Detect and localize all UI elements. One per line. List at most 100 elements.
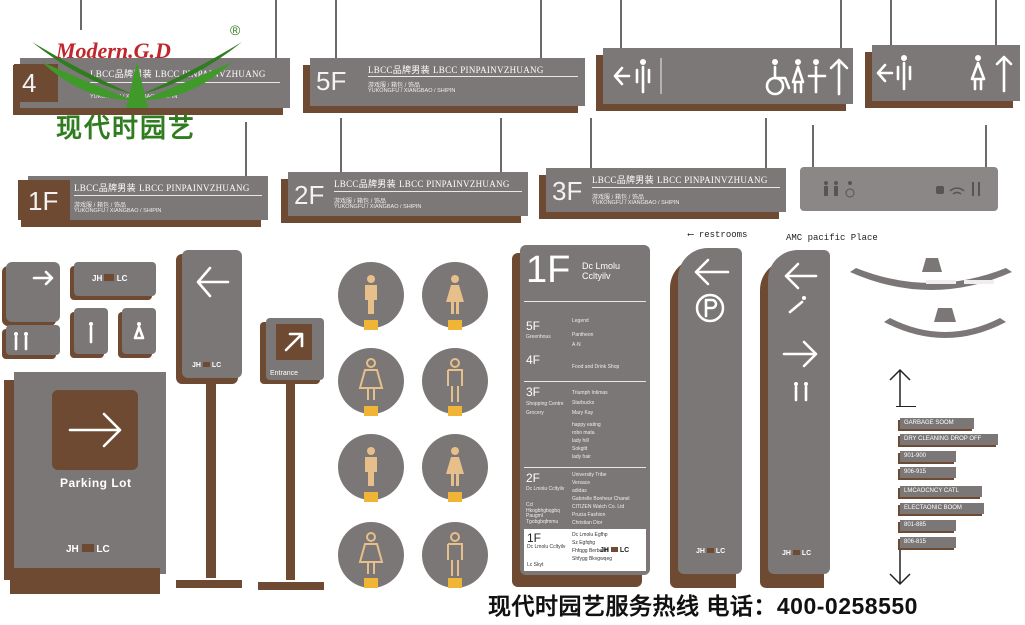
direction-label: ELECTAONIC BOOM (900, 503, 984, 514)
brand-sub: YUKONGFU / XIANGBAO / SHIPIN (74, 208, 162, 214)
dir-cat: Lc Skyt (527, 562, 544, 568)
restroom-icon (794, 382, 808, 402)
dir-floor-2f: 2F (526, 471, 541, 485)
jh-label: JH (66, 544, 79, 555)
restroom-plaque (6, 325, 60, 355)
round-sign-woman-1 (422, 262, 488, 328)
dir-item: Triumph Intimas (572, 390, 608, 396)
dir-item: A·N (572, 342, 581, 348)
hanging-sign-4: 4 LBCC品牌男装 LBCC PINPAINVZHUANG YUKONGFU … (14, 58, 290, 108)
hanging-sign-3f: 3F LBCC品牌男装 LBCC PINPAINVZHUANG 游戏服 / 箱包… (546, 168, 786, 212)
woman-plaque (122, 308, 156, 354)
dir-item: Christian Dior (572, 520, 603, 526)
arrow-diag-icon (284, 332, 304, 352)
man-icon (896, 55, 912, 91)
lc-label: LC (619, 547, 630, 554)
brand-name: LBCC品牌男装 (74, 183, 136, 193)
hanging-sign-restrooms (603, 48, 853, 104)
dir-floor-1f: 1F (527, 531, 542, 545)
logo-text-en: Modern.G.D (56, 38, 171, 63)
dir-item: Mary Kay (572, 410, 594, 416)
hotline-text: 现代时园艺服务热线 电话：400-0258550 (488, 593, 918, 619)
dish-sign-2 (880, 308, 1010, 352)
arrow-right-icon (32, 270, 54, 286)
man-plaque (74, 308, 108, 354)
dir-cat: Dc Lmolu Ccltyilv (526, 486, 565, 492)
wifi-icon (949, 187, 965, 195)
round-sign-woman-4 (338, 522, 404, 588)
dining-icon (972, 182, 980, 196)
dir-item: adidas (572, 488, 587, 494)
dir-item: Shfygg Bkvgwqeg (572, 556, 613, 562)
dir-item: Starbucks (572, 400, 595, 406)
floor-number: 5F (316, 66, 347, 96)
round-sign-man-1 (338, 262, 404, 328)
wheelchair-icon (765, 59, 791, 96)
floor-number: 3F (552, 176, 583, 206)
logo: Modern.G.D ® 现代时园艺 (22, 22, 252, 143)
man-icon (89, 322, 93, 344)
lc-label: LC (96, 544, 110, 555)
brand-name-en: LBCC PINPAINVZHUANG (138, 183, 250, 193)
hanging-sign-1f: 1F LBCC品牌男装 LBCC PINPAINVZHUANG 游戏服 / 箱包… (18, 176, 268, 220)
brand-name-en: LBCC PINPAINVZHUANG (656, 175, 768, 185)
brand-sub: YUKONGFU / XIANGBAO / SHIPIN (334, 204, 422, 210)
hanging-sign-services (800, 167, 998, 211)
entrance-label: Entrance (270, 370, 299, 377)
dir-item: University Tribe (572, 472, 607, 478)
pedestal-sign-left: JH LC (174, 250, 249, 595)
man-icon (365, 275, 377, 314)
floor-number: 2F (294, 180, 325, 210)
totem-parking: JH LC (670, 248, 750, 588)
coffee-icon (936, 186, 944, 194)
round-sign-woman-3 (422, 434, 488, 500)
direction-label: 906-915 (900, 467, 956, 478)
direction-label: DRY CLEANING DROP OFF (900, 434, 998, 445)
dir-cat: Shopping Centre (526, 401, 564, 407)
dir-item: Versace (572, 480, 591, 486)
dir-item: Legend (572, 318, 589, 324)
dir-cat: Ccl Hkogbhgbqgbq Paugml Tgobgbqfmmu (526, 502, 560, 525)
arrow-right-icon (68, 412, 122, 448)
man-icon (365, 447, 377, 486)
dish-sign-1 (846, 258, 1016, 306)
arrow-left-icon (876, 63, 894, 83)
family-icon (824, 181, 838, 196)
dir-cat: Grocery (526, 410, 544, 416)
brand-name: LBCC品牌男装 (368, 65, 430, 75)
logo-text-cn: 现代时园艺 (56, 113, 197, 143)
arrow-left-icon (784, 262, 818, 290)
escalator-icon (788, 296, 806, 314)
jh-label: JH (92, 274, 103, 283)
dir-item: lady hill (572, 438, 589, 444)
jh-label: JH (696, 548, 705, 555)
lc-label: LC (715, 548, 726, 555)
dir-item: Food and Drink Shop (572, 364, 620, 370)
dir-item: Fhfqgg Berboeffl (572, 548, 609, 554)
lc-label: LC (116, 274, 128, 283)
parking-icon (695, 293, 725, 323)
woman-icon (358, 358, 384, 400)
lc-label: LC (801, 550, 812, 557)
directory-name2: Ccltyilv (582, 271, 611, 281)
directory-totem: 1F Dc Lmolu Ccltyilv 5F Greenhous Legend… (512, 245, 652, 587)
brand-sub-cn: 游戏服 / 箱包 / 饰品 (334, 199, 387, 205)
dir-floor-4f: 4F (526, 353, 541, 367)
arrow-left-icon (694, 258, 730, 286)
dir-floor-5f: 5F (526, 319, 541, 333)
arrow-up-icon (829, 58, 849, 96)
jh-label: JH (192, 362, 201, 369)
dir-item: robo mata (572, 430, 595, 436)
directory-floor: 1F (526, 249, 571, 291)
arrow-left-icon (613, 66, 631, 86)
arrow-up-icon (889, 368, 911, 406)
brand-sub: YUKONGFU / XIANGBAO / SHIPIN (368, 88, 456, 94)
dir-item: Prucia Fashion (572, 512, 606, 518)
dir-item: Sz Egfqhg (572, 540, 596, 546)
jh-label: JH (782, 550, 791, 557)
parking-totem: Parking Lot JH LC (4, 372, 166, 594)
wheelchair-icon (845, 181, 855, 198)
brand-sub-cn: 游戏服 / 箱包 / 饰品 (592, 195, 645, 201)
direction-label: 806-815 (900, 537, 956, 548)
man-icon (447, 358, 463, 402)
